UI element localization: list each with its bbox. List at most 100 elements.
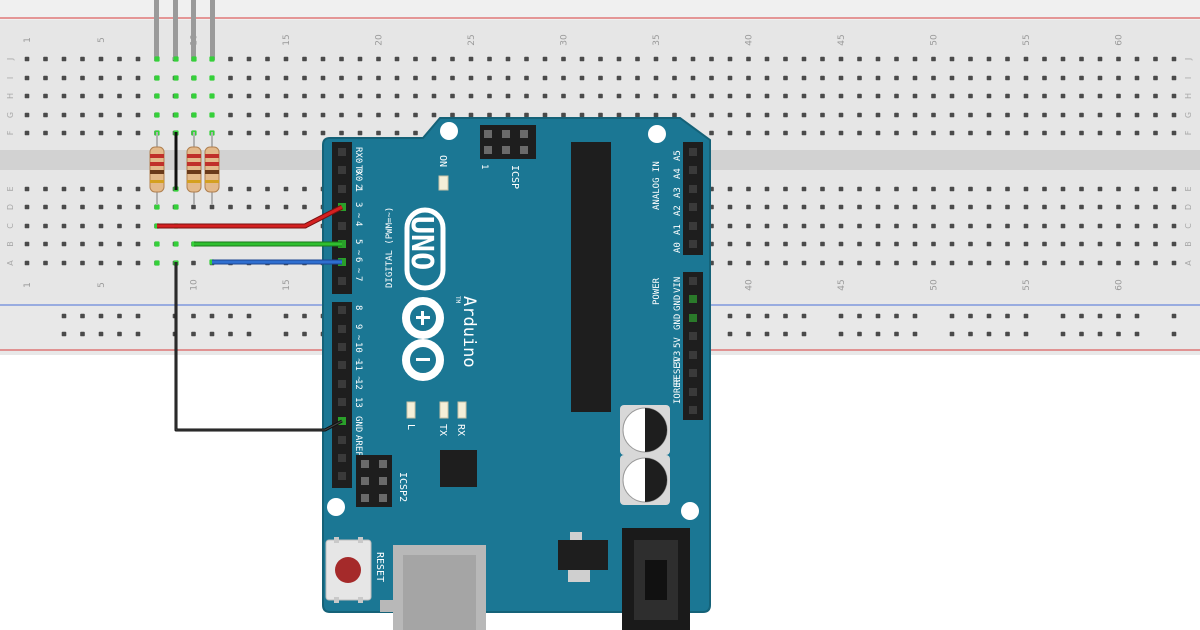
breadboard-hole bbox=[1171, 223, 1177, 229]
analog-header-pin[interactable] bbox=[689, 222, 697, 230]
rail-hole bbox=[1171, 331, 1177, 337]
power-header-pin[interactable] bbox=[689, 406, 697, 414]
breadboard-hole bbox=[24, 130, 30, 136]
breadboard-hole bbox=[764, 223, 770, 229]
usb-interface-chip bbox=[440, 450, 477, 487]
column-number-bottom: 5 bbox=[97, 282, 107, 288]
breadboard-hole bbox=[98, 223, 104, 229]
breadboard-hole bbox=[709, 93, 714, 99]
breadboard-hole bbox=[283, 130, 289, 136]
digital-header-pin[interactable] bbox=[338, 398, 346, 406]
breadboard-hole bbox=[450, 112, 455, 118]
digital-header-pin[interactable] bbox=[338, 380, 346, 388]
power-header-pin[interactable] bbox=[689, 369, 697, 377]
breadboard-hole bbox=[598, 112, 603, 118]
power-header-pin[interactable] bbox=[689, 332, 697, 340]
analog-header-pin[interactable] bbox=[689, 240, 697, 248]
digital-pin-label: RX0 0 bbox=[353, 147, 363, 174]
rail-hole bbox=[1097, 331, 1103, 337]
breadboard-hole bbox=[875, 93, 881, 99]
rail-hole bbox=[283, 313, 289, 319]
connected-hole bbox=[173, 112, 179, 118]
rail-hole bbox=[746, 331, 751, 337]
rail-hole bbox=[949, 313, 955, 319]
row-letter: G bbox=[6, 112, 15, 118]
digital-header-pin[interactable] bbox=[338, 361, 346, 369]
analog-header-label: ANALOG IN bbox=[652, 161, 662, 210]
breadboard-hole bbox=[579, 56, 585, 62]
rail-hole bbox=[968, 313, 973, 319]
analog-header-pin[interactable] bbox=[689, 185, 697, 193]
digital-header-pin[interactable] bbox=[338, 306, 346, 314]
breadboard-hole bbox=[1097, 223, 1103, 229]
breadboard-hole bbox=[43, 186, 48, 192]
connected-hole bbox=[154, 112, 160, 118]
breadboard-hole bbox=[80, 56, 85, 62]
analog-header bbox=[683, 142, 703, 255]
digital-header-pin[interactable] bbox=[338, 325, 346, 333]
power-header-pin[interactable] bbox=[689, 351, 697, 359]
rail-hole bbox=[1079, 313, 1084, 319]
digital-pin-label: 8 bbox=[353, 305, 363, 310]
breadboard-hole bbox=[117, 186, 122, 192]
breadboard-hole bbox=[838, 93, 844, 99]
analog-pin-label: A3 bbox=[673, 187, 683, 198]
brand-label: Arduino bbox=[459, 296, 479, 368]
rail-hole bbox=[117, 331, 122, 337]
breadboard-hole bbox=[320, 75, 326, 81]
breadboard-hole bbox=[1060, 223, 1066, 229]
breadboard-hole bbox=[968, 223, 973, 229]
column-number-top: 5 bbox=[97, 37, 107, 43]
breadboard-hole bbox=[912, 223, 918, 229]
power-header-pin[interactable] bbox=[689, 388, 697, 396]
breadboard-hole bbox=[98, 130, 104, 136]
breadboard-hole bbox=[616, 56, 622, 62]
breadboard-hole bbox=[1171, 93, 1177, 99]
breadboard-hole bbox=[1171, 75, 1177, 81]
digital-header-pin[interactable] bbox=[338, 454, 346, 462]
digital-header-pin[interactable] bbox=[338, 343, 346, 351]
breadboard-hole bbox=[635, 93, 640, 99]
power-header-pin[interactable] bbox=[689, 314, 697, 322]
column-number-top: 1 bbox=[23, 37, 33, 43]
breadboard-hole bbox=[1023, 93, 1029, 99]
digital-header-pin[interactable] bbox=[338, 472, 346, 480]
breadboard-hole bbox=[1060, 56, 1066, 62]
row-letter: D bbox=[6, 204, 15, 210]
breadboard-hole bbox=[80, 241, 85, 247]
breadboard-hole bbox=[61, 186, 67, 192]
breadboard-hole bbox=[450, 93, 455, 99]
rail-hole bbox=[191, 313, 196, 319]
power-header-pin[interactable] bbox=[689, 277, 697, 285]
breadboard-hole bbox=[783, 204, 788, 210]
analog-header-pin[interactable] bbox=[689, 166, 697, 174]
column-number-top: 20 bbox=[375, 34, 385, 46]
digital-header-pin[interactable] bbox=[338, 277, 346, 285]
breadboard-hole bbox=[968, 112, 973, 118]
breadboard-hole bbox=[1171, 241, 1177, 247]
digital-header-pin[interactable] bbox=[338, 185, 346, 193]
breadboard-hole bbox=[265, 56, 270, 62]
connected-hole bbox=[173, 241, 179, 247]
breadboard-hole bbox=[117, 223, 122, 229]
analog-header-pin[interactable] bbox=[689, 203, 697, 211]
column-number-bottom: 40 bbox=[745, 279, 755, 291]
breadboard-hole bbox=[857, 223, 862, 229]
breadboard-hole bbox=[376, 93, 381, 99]
digital-header-pin[interactable] bbox=[338, 166, 346, 174]
reset-button-cap[interactable] bbox=[335, 557, 361, 583]
power-header-pin[interactable] bbox=[689, 295, 697, 303]
digital-header-pin[interactable] bbox=[338, 148, 346, 156]
analog-header-pin[interactable] bbox=[689, 148, 697, 156]
breadboard-hole bbox=[265, 93, 270, 99]
digital-header-pin[interactable] bbox=[338, 222, 346, 230]
connected-hole bbox=[191, 56, 197, 62]
power-header bbox=[683, 272, 703, 420]
column-number-top: 30 bbox=[560, 34, 570, 46]
breadboard-hole bbox=[117, 93, 122, 99]
breadboard-hole bbox=[875, 112, 881, 118]
digital-header-pin[interactable] bbox=[338, 436, 346, 444]
reset-button[interactable] bbox=[325, 537, 372, 603]
